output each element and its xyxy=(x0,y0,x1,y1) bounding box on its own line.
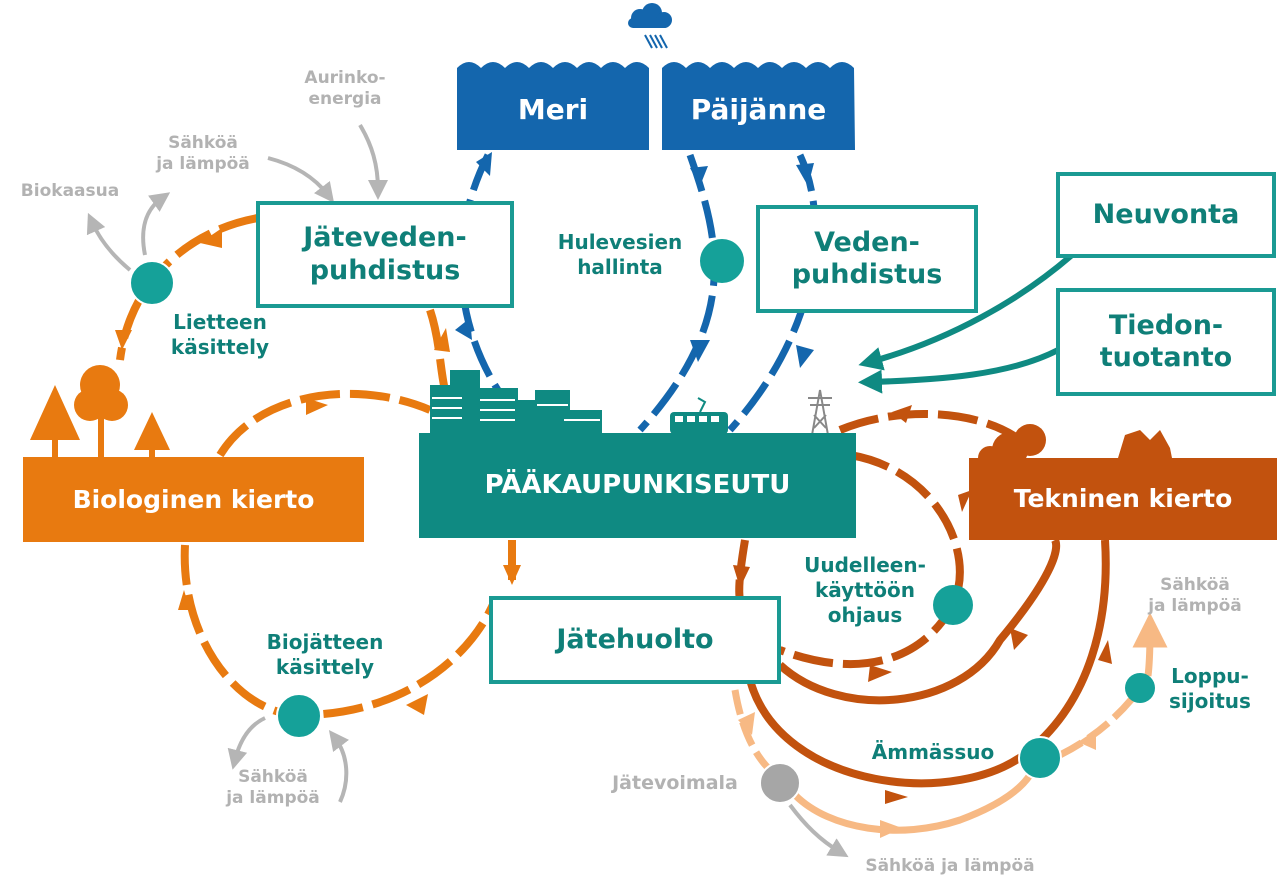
tekninen-kierto-box: Tekninen kierto xyxy=(969,458,1277,540)
meri-water-body xyxy=(457,62,649,150)
aurinkoenergia-label: Aurinko- energia xyxy=(304,68,386,110)
sahkoa-lampoa-bio-label: Sähköä ja lämpöä xyxy=(226,767,320,809)
vedenpuhdistus-box: Veden- puhdistus xyxy=(756,205,978,313)
jatevedenpuhdistus-box: Jäteveden- puhdistus xyxy=(256,201,514,308)
sahkoa-lampoa-top-label: Sähköä ja lämpöä xyxy=(156,133,250,175)
sahkoa-lampoa-right-label: Sähköä ja lämpöä xyxy=(1148,575,1242,617)
tram-icon xyxy=(670,397,728,434)
rain-cloud-icon xyxy=(628,3,672,49)
jatevoimala-label: Jätevoimala xyxy=(612,772,738,794)
uudelleenkayttoon-ohjaus-label: Uudelleen- käyttöön ohjaus xyxy=(804,553,926,627)
jatevoimala-node xyxy=(759,762,801,804)
hulevesien-hallinta-label: Hulevesien hallinta xyxy=(557,230,683,279)
power-pylon-icon xyxy=(808,389,832,436)
biojatteen-kasittely-node xyxy=(276,693,322,739)
jatehuolto-box: Jätehuolto xyxy=(489,596,781,684)
meri-label: Meri xyxy=(517,93,589,127)
city-buildings-icon xyxy=(430,370,602,435)
energy-arrows xyxy=(86,123,849,858)
ammassuo-node xyxy=(1018,736,1062,780)
orange-arrowheads xyxy=(115,228,521,715)
blue-arrowheads xyxy=(455,152,814,368)
tiedontuotanto-box: Tiedon- tuotanto xyxy=(1056,288,1276,396)
uudelleenkaytto-node xyxy=(933,585,973,625)
residual-flows xyxy=(731,612,1168,834)
forest-trees-icon xyxy=(30,365,170,458)
peach-arrowheads xyxy=(738,712,1096,838)
process-nodes xyxy=(129,239,1155,804)
biojatteen-kasittely-label: Biojätteen käsittely xyxy=(266,630,384,679)
rust-arrowheads xyxy=(733,405,1112,804)
paijanne-water-body xyxy=(662,62,855,150)
neuvonta-box: Neuvonta xyxy=(1056,172,1276,258)
paakaupunkiseutu-box: PÄÄKAUPUNKISEUTU xyxy=(419,433,856,538)
lietteen-kasittely-label: Lietteen käsittely xyxy=(170,310,270,359)
sahkoa-lampoa-bottom-label: Sähköä ja lämpöä xyxy=(865,856,1035,876)
information-arrows xyxy=(858,252,1074,394)
ammassuo-label: Ämmässuo xyxy=(871,740,995,764)
paijanne-label: Päijänne xyxy=(690,93,827,127)
hulevesien-hallinta-node xyxy=(700,239,744,283)
loppusijoitus-node xyxy=(1125,673,1155,703)
loppusijoitus-label: Loppu- sijoitus xyxy=(1169,664,1251,713)
lietteen-kasittely-node xyxy=(129,260,175,306)
biokaasua-label: Biokaasua xyxy=(20,181,120,201)
biologinen-kierto-box: Biologinen kierto xyxy=(23,457,364,542)
